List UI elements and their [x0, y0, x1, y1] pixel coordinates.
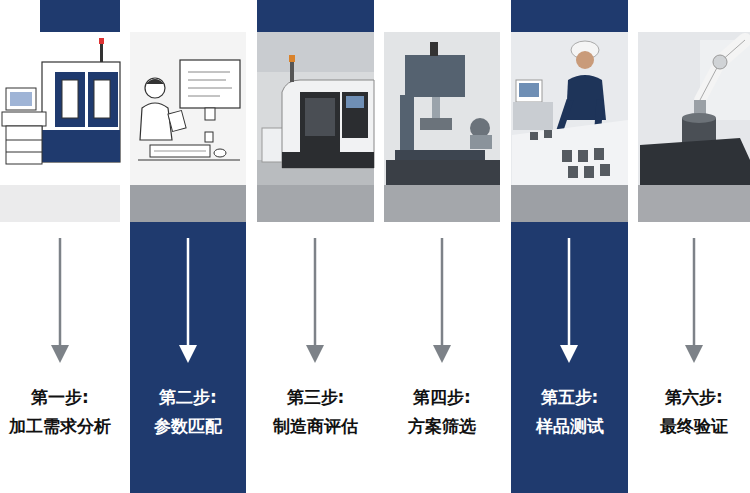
press-machine — [384, 32, 500, 185]
grey-band — [257, 185, 374, 222]
grey-band — [511, 185, 628, 222]
top-band — [257, 0, 374, 32]
step-number: 第四步: — [384, 383, 500, 412]
step-box: 第三步:制造商评估 — [257, 383, 374, 441]
step-number: 第三步: — [257, 383, 374, 412]
navy-column — [130, 222, 246, 493]
grey-band — [638, 185, 750, 222]
robot-arm — [638, 32, 750, 185]
step-title: 样品测试 — [511, 412, 628, 441]
top-band — [40, 0, 120, 32]
step-number: 第一步: — [0, 383, 120, 412]
step-title: 加工需求分析 — [0, 412, 120, 441]
down-arrow — [51, 238, 703, 363]
step-title: 最终验证 — [638, 412, 750, 441]
top-band — [511, 0, 628, 32]
step-box: 第四步:方案筛选 — [384, 383, 500, 441]
step-title: 参数匹配 — [130, 412, 246, 441]
navy-column — [511, 222, 628, 493]
step-number: 第六步: — [638, 383, 750, 412]
machining-center — [257, 32, 374, 185]
step-title: 制造商评估 — [257, 412, 374, 441]
step-number: 第五步: — [511, 383, 628, 412]
cnc-drawing — [0, 32, 120, 185]
step-box: 第六步:最终验证 — [638, 383, 750, 441]
step-title: 方案筛选 — [384, 412, 500, 441]
grey-band — [0, 185, 120, 222]
step-box: 第二步:参数匹配 — [130, 383, 246, 441]
grey-band — [130, 185, 246, 222]
sample-worker — [511, 32, 628, 185]
step-box: 第一步:加工需求分析 — [0, 383, 120, 441]
step-number: 第二步: — [130, 383, 246, 412]
grey-band — [384, 185, 500, 222]
engineer-drawing — [130, 32, 246, 185]
step-box: 第五步:样品测试 — [511, 383, 628, 441]
